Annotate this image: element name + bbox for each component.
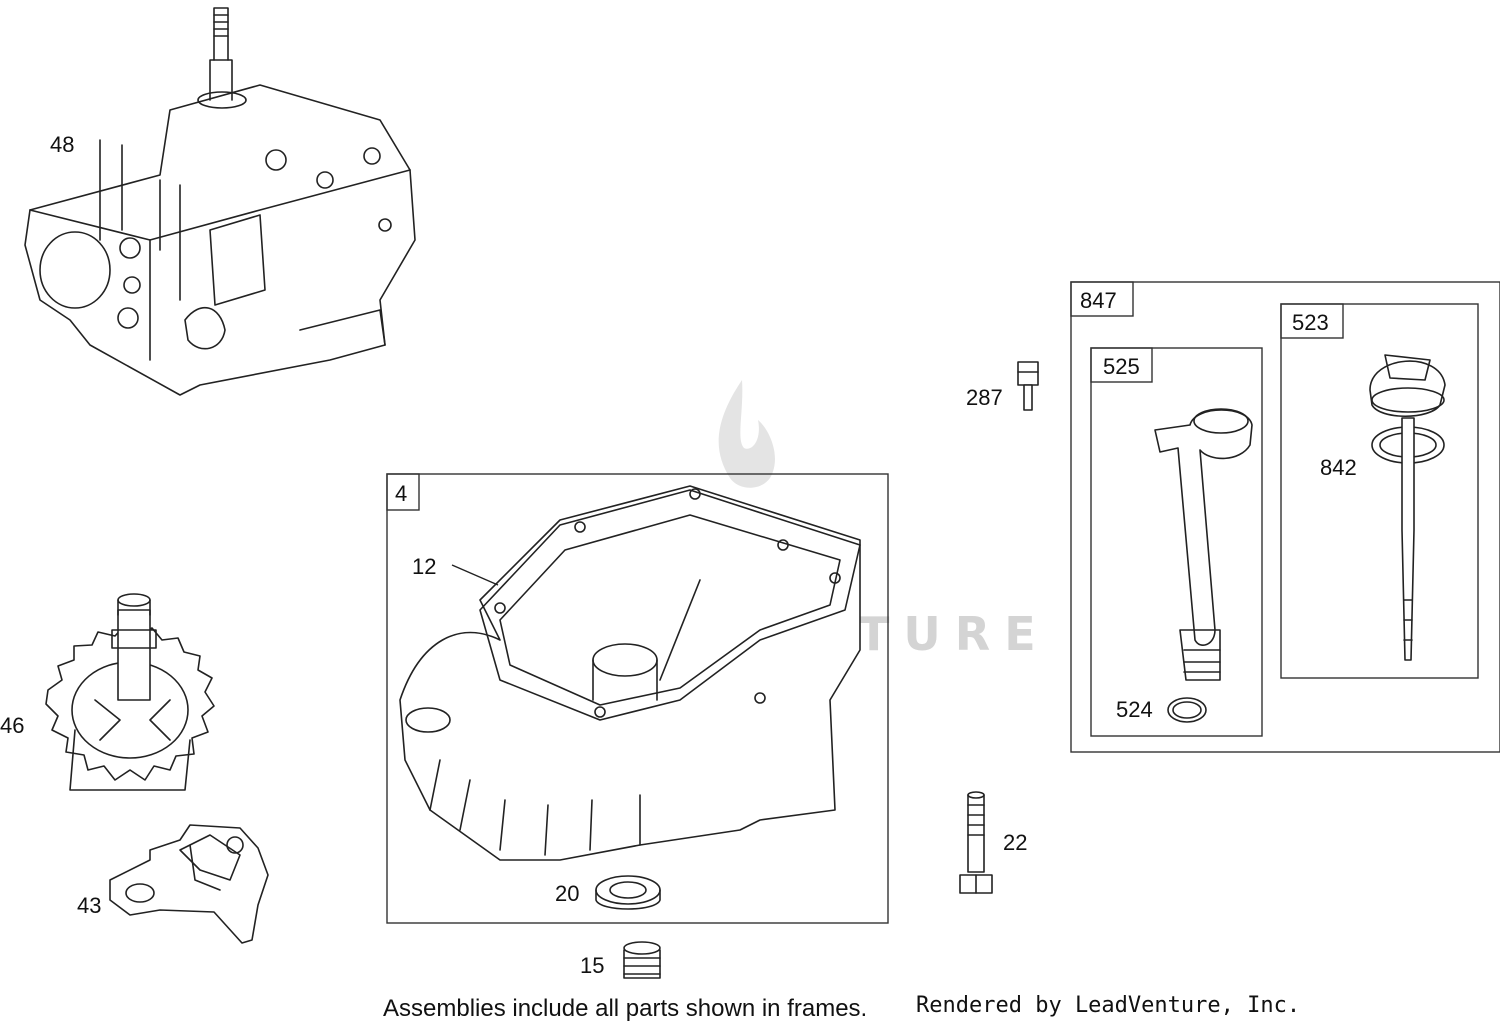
- cylinder-block-part[interactable]: [24, 7, 416, 396]
- footer-note: Assemblies include all parts shown in fr…: [383, 995, 867, 1022]
- camshaft-gear-part[interactable]: [45, 593, 215, 791]
- sump-part[interactable]: [399, 485, 861, 861]
- screw-part[interactable]: [959, 791, 993, 894]
- frame-523-tab: [1280, 303, 1344, 339]
- dipstick-cap-part[interactable]: [1369, 354, 1446, 418]
- callout-12[interactable]: 12: [412, 554, 436, 579]
- callout-842[interactable]: 842: [1320, 455, 1357, 480]
- callout-287[interactable]: 287: [966, 385, 1003, 410]
- callout-20[interactable]: 20: [555, 881, 579, 906]
- dipstick-tube-part[interactable]: [1154, 408, 1253, 681]
- callout-43[interactable]: 43: [77, 893, 101, 918]
- callout-22[interactable]: 22: [1003, 830, 1027, 855]
- callout-523[interactable]: 523: [1292, 310, 1329, 335]
- o-ring-524-part[interactable]: [1167, 697, 1207, 723]
- callout-847[interactable]: 847: [1080, 288, 1117, 313]
- footer-credit: Rendered by LeadVenture, Inc.: [916, 993, 1300, 1018]
- callout-15[interactable]: 15: [580, 953, 604, 978]
- callout-4[interactable]: 4: [395, 481, 407, 506]
- callout-524[interactable]: 524: [1116, 697, 1153, 722]
- oil-seal-part[interactable]: [595, 875, 661, 910]
- plug-part[interactable]: [623, 941, 661, 979]
- frame-525: [1090, 347, 1263, 737]
- frame-4-tab: [386, 473, 420, 511]
- callout-525[interactable]: 525: [1103, 354, 1140, 379]
- callout-48[interactable]: 48: [50, 132, 74, 157]
- frame-847: [1070, 281, 1500, 753]
- governor-part[interactable]: [109, 824, 269, 944]
- frame-4: [386, 473, 889, 924]
- frame-523: [1280, 303, 1479, 679]
- leader-12: [451, 564, 499, 586]
- frame-525-tab: [1090, 347, 1153, 383]
- bolt-287-part[interactable]: [1017, 361, 1039, 411]
- callout-46[interactable]: 46: [0, 713, 24, 738]
- dipstick-blade-part[interactable]: [1401, 417, 1415, 661]
- frame-847-tab: [1070, 281, 1134, 317]
